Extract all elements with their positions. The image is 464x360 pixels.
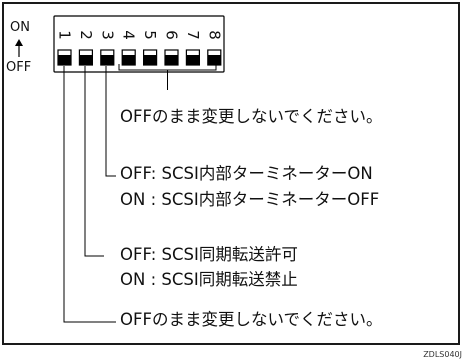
switch-number-8: 8	[205, 30, 223, 40]
leader-line-switch-3	[105, 66, 116, 177]
note-switches-4-8: OFFのまま変更しないでください。	[120, 107, 383, 126]
switch-number-6: 6	[163, 30, 181, 40]
figure-frame	[2, 2, 460, 345]
switch-7-toggle	[186, 55, 200, 65]
dip-switch-body	[53, 15, 225, 73]
figure-code: ZDLS040J	[423, 350, 462, 359]
note-switch-1: OFFのまま変更しないでください。	[120, 310, 383, 329]
switch-5-toggle	[143, 55, 157, 65]
note-switch-2-off: OFF: SCSI同期転送許可	[120, 245, 298, 264]
switch-8-toggle	[207, 55, 221, 65]
switch-6-toggle	[165, 55, 178, 65]
note-switch-3-on: ON : SCSI内部ターミネーターOFF	[120, 190, 380, 209]
up-arrow-icon	[15, 39, 23, 46]
switch-number-4: 4	[120, 30, 138, 40]
switch-2-toggle	[79, 55, 93, 65]
switch-number-7: 7	[184, 30, 202, 40]
off-state-label: OFF	[6, 60, 32, 75]
on-state-label: ON	[10, 20, 30, 35]
note-switch-3-off: OFF: SCSI内部ターミネーターON	[120, 164, 373, 183]
switch-1-toggle	[58, 55, 71, 65]
note-switch-2-on: ON : SCSI同期転送禁止	[120, 270, 298, 289]
switch-toggle-group	[57, 49, 222, 66]
switch-3-toggle	[100, 55, 114, 65]
switch-number-3: 3	[98, 30, 116, 40]
switch-number-1: 1	[56, 30, 74, 40]
leader-line-switch-2	[84, 66, 104, 257]
switch-number-5: 5	[141, 30, 159, 40]
leader-line-switch-1	[63, 66, 116, 323]
switch-number-2: 2	[77, 30, 95, 40]
switch-4-toggle	[122, 55, 136, 65]
